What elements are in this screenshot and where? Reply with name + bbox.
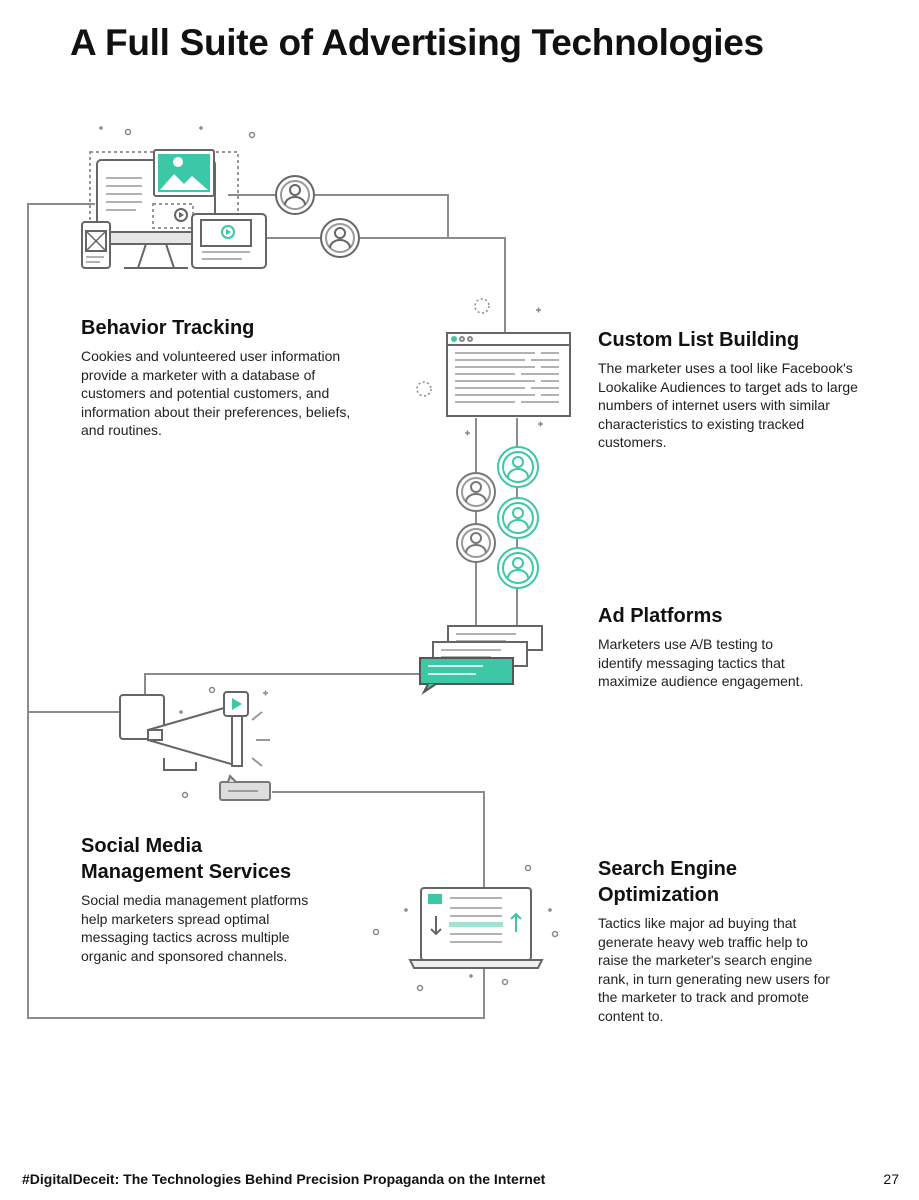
section-heading: Search Engine Optimization	[598, 858, 737, 906]
teal-user-icon	[497, 547, 539, 589]
section-search-engine-optimization: Search Engine Optimization Tactics like …	[598, 856, 838, 1025]
section-custom-list-building: Custom List Building The marketer uses a…	[598, 327, 868, 452]
section-behavior-tracking: Behavior Tracking Cookies and volunteere…	[81, 315, 371, 440]
section-body: Marketers use A/B testing to identify me…	[598, 636, 804, 689]
ad-cards-icon	[419, 625, 543, 695]
page-title: A Full Suite of Advertising Technologies	[70, 22, 764, 63]
section-heading: Custom List Building	[598, 329, 800, 351]
section-body: Social media management platforms help m…	[81, 892, 309, 964]
list-document-icon	[446, 332, 571, 417]
teal-user-icon	[497, 446, 539, 488]
decorative-dots	[99, 126, 559, 992]
section-heading: Social Media Management Services	[81, 835, 292, 883]
section-body: The marketer uses a tool like Facebook's…	[598, 360, 858, 450]
megaphone-icon	[119, 691, 271, 801]
section-heading: Behavior Tracking	[81, 317, 255, 339]
section-heading: Ad Platforms	[598, 605, 723, 627]
section-social-media-management: Social Media Management Services Social …	[81, 833, 336, 965]
laptop-icon	[408, 887, 544, 969]
tracked-user-icon	[320, 218, 360, 258]
section-body: Tactics like major ad buying that genera…	[598, 915, 830, 1024]
gray-user-icon	[456, 523, 496, 563]
devices-icon	[81, 149, 267, 269]
teal-user-icon	[497, 497, 539, 539]
section-body: Cookies and volunteered user information…	[81, 348, 351, 438]
section-ad-platforms: Ad Platforms Marketers use A/B testing t…	[598, 603, 813, 691]
footer-title: #DigitalDeceit: The Technologies Behind …	[22, 1171, 546, 1187]
tracked-user-icon	[275, 175, 315, 215]
gray-user-icon	[456, 472, 496, 512]
page-number: 27	[883, 1171, 899, 1187]
